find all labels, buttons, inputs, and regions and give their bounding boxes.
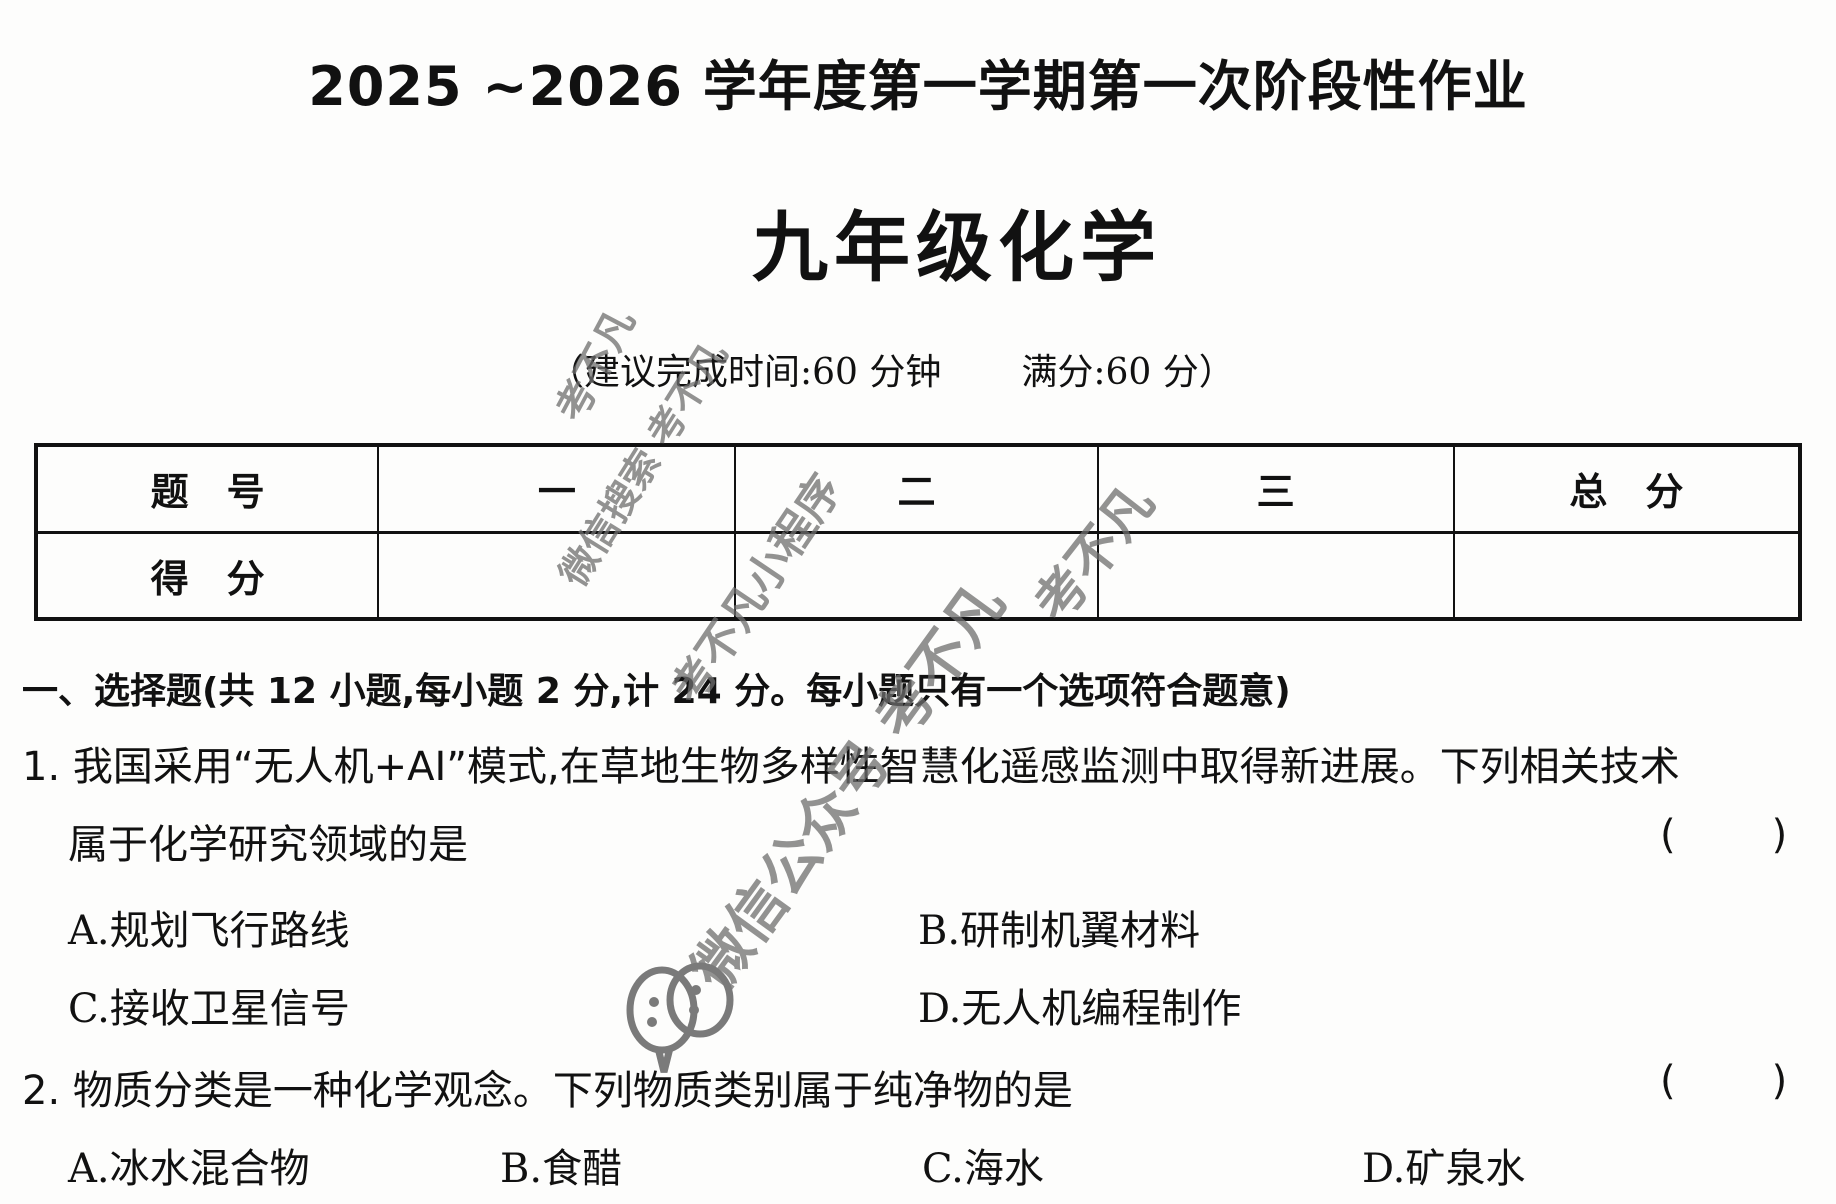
suggested-time: （建议完成时间:60 分钟 bbox=[548, 352, 942, 393]
exam-info: （建议完成时间:60 分钟 满分:60 分） bbox=[548, 343, 1235, 395]
question-1-option-c[interactable]: C.接收卫星信号 bbox=[68, 986, 350, 1032]
column-part-2: 二 bbox=[734, 444, 1099, 534]
row-label-score: 得 分 bbox=[34, 531, 380, 620]
wechat-icon bbox=[626, 962, 734, 1073]
question-1-option-a[interactable]: A.规划飞行路线 bbox=[68, 908, 350, 954]
column-total: 总 分 bbox=[1452, 444, 1802, 534]
question-1-stem-line-1: 1. 我国采用“无人机+AI”模式,在草地生物多样性智慧化遥感监测中取得新进展。… bbox=[22, 744, 1680, 790]
table-score-row: 得 分 bbox=[34, 531, 1802, 620]
question-2-option-b[interactable]: B.食醋 bbox=[500, 1146, 623, 1192]
table-header-row: 题 号 一 二 三 总 分 bbox=[34, 444, 1802, 534]
question-2-option-d[interactable]: D.矿泉水 bbox=[1362, 1146, 1526, 1192]
section-heading-multiple-choice: 一、选择题(共 12 小题,每小题 2 分,计 24 分。每小题只有一个选项符合… bbox=[22, 671, 1291, 712]
full-score: 满分:60 分） bbox=[1021, 352, 1235, 393]
question-1-option-b[interactable]: B.研制机翼材料 bbox=[918, 908, 1201, 954]
score-cell-part-1[interactable] bbox=[377, 531, 737, 620]
question-2-stem: 2. 物质分类是一种化学观念。下列物质类别属于纯净物的是 bbox=[22, 1068, 1073, 1114]
score-cell-total[interactable] bbox=[1452, 531, 1802, 620]
document-title: 2025 ~2026 学年度第一学期第一次阶段性作业 bbox=[308, 55, 1528, 118]
question-2-option-c[interactable]: C.海水 bbox=[922, 1146, 1044, 1192]
question-1-stem-line-2: 属于化学研究领域的是 bbox=[68, 822, 468, 868]
subject-title: 九年级化学 bbox=[752, 203, 1162, 292]
column-part-3: 三 bbox=[1096, 444, 1455, 534]
row-label-question-number: 题 号 bbox=[34, 444, 380, 534]
question-2-option-a[interactable]: A.冰水混合物 bbox=[68, 1146, 310, 1192]
question-2-answer-blank[interactable]: () bbox=[1660, 1058, 1788, 1104]
score-cell-part-3[interactable] bbox=[1096, 531, 1455, 620]
score-table: 题 号 一 二 三 总 分 得 分 bbox=[34, 443, 1802, 621]
score-cell-part-2[interactable] bbox=[734, 531, 1099, 620]
column-part-1: 一 bbox=[377, 444, 737, 534]
question-1-option-d[interactable]: D.无人机编程制作 bbox=[918, 986, 1242, 1032]
question-1-answer-blank[interactable]: () bbox=[1660, 812, 1788, 858]
